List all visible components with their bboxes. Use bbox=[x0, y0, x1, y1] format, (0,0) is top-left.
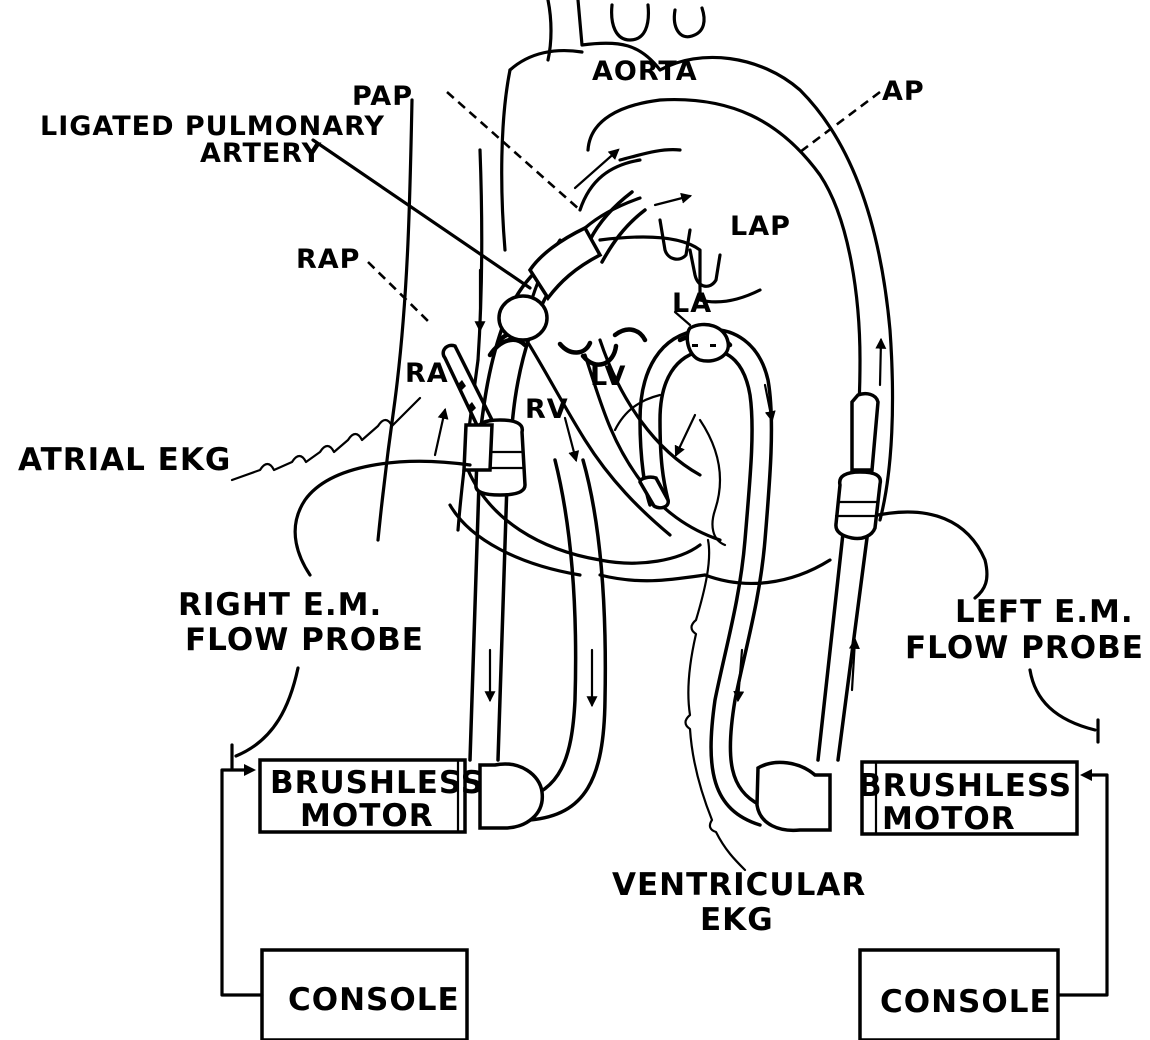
label-ligated-line2: ARTERY bbox=[200, 138, 322, 169]
label-lap: LAP bbox=[730, 211, 791, 242]
label-la: LA bbox=[672, 288, 712, 319]
label-console-right: CONSOLE bbox=[880, 984, 1052, 1020]
label-console-left: CONSOLE bbox=[288, 982, 460, 1018]
label-ventricular-line2: EKG bbox=[700, 902, 774, 938]
label-atrial-ekg: ATRIAL EKG bbox=[18, 442, 231, 478]
label-lv: LV bbox=[590, 361, 626, 392]
label-pap: PAP bbox=[352, 81, 413, 112]
aortic-outflow-graft bbox=[818, 394, 880, 760]
label-ap: AP bbox=[882, 76, 925, 107]
heart-outline bbox=[378, 100, 830, 583]
label-aorta: AORTA bbox=[592, 56, 698, 87]
label-rap: RAP bbox=[296, 244, 360, 275]
label-left-probe-line1: LEFT E.M. bbox=[955, 594, 1134, 630]
label-left-motor-line1: BRUSHLESS bbox=[858, 768, 1072, 804]
pulmonary-graft bbox=[499, 198, 640, 340]
label-ventricular-line1: VENTRICULAR bbox=[612, 867, 866, 903]
left-console-wire bbox=[222, 764, 262, 995]
left-ventricular-cannula bbox=[640, 324, 830, 830]
label-right-probe-line2: FLOW PROBE bbox=[185, 622, 424, 658]
label-right-probe-line1: RIGHT E.M. bbox=[178, 587, 382, 623]
atrial-ekg-lead bbox=[232, 398, 420, 480]
label-right-motor-line1: BRUSHLESS bbox=[270, 765, 484, 801]
label-right-motor-line2: MOTOR bbox=[300, 798, 434, 834]
label-left-motor-line2: MOTOR bbox=[882, 801, 1016, 837]
label-ra: RA bbox=[405, 358, 449, 389]
label-left-probe-line2: FLOW PROBE bbox=[905, 630, 1144, 666]
label-rv: RV bbox=[525, 394, 569, 425]
